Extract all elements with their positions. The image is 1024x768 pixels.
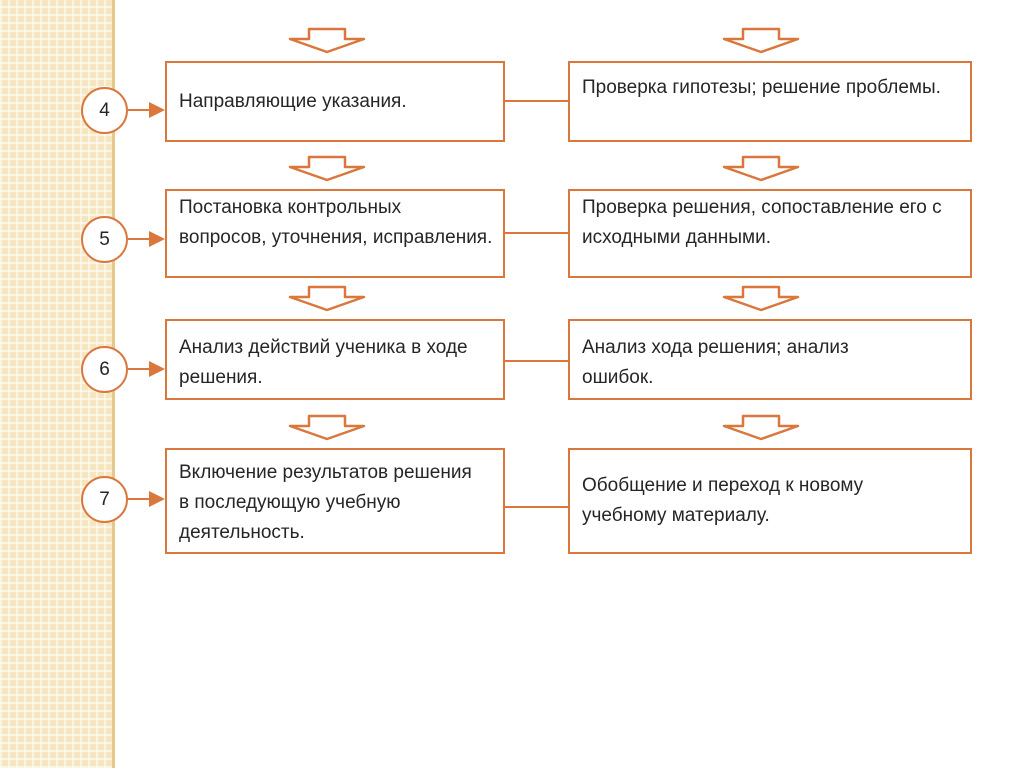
- step-right-text: Проверка гипотезы; решение проблемы.: [582, 77, 941, 98]
- step-left-box: Включение результатов решения в последую…: [165, 448, 505, 554]
- step-number: 4: [99, 99, 110, 121]
- step-right-box: Анализ хода решения; анализ ошибок.: [568, 319, 972, 400]
- step-right-box: Проверка решения, сопоставление его с ис…: [568, 189, 972, 278]
- down-arrow-left-4: [288, 414, 366, 441]
- step-left-text: Включение результатов решения в последую…: [179, 462, 472, 543]
- down-arrow-left-3: [288, 285, 366, 312]
- step-right-box: Обобщение и переход к новому учебному ма…: [568, 448, 972, 554]
- down-arrow-right-2: [722, 155, 800, 182]
- down-arrow-left-2: [288, 155, 366, 182]
- step-left-text: Анализ действий ученика в ходе решения.: [179, 337, 468, 388]
- step-number: 7: [99, 488, 110, 510]
- step-right-text: Обобщение и переход к новому учебному ма…: [582, 475, 864, 526]
- down-arrow-left-1: [288, 27, 366, 54]
- step-right-text: Анализ хода решения; анализ ошибок.: [582, 337, 849, 388]
- step-number: 5: [99, 228, 110, 250]
- step-right-box: Проверка гипотезы; решение проблемы.: [568, 61, 972, 142]
- step-left-text: Постановка контрольных вопросов, уточнен…: [179, 197, 493, 248]
- step-number-circle: 6: [81, 346, 128, 393]
- step-right-text: Проверка решения, сопоставление его с ис…: [582, 197, 942, 248]
- down-arrow-right-4: [722, 414, 800, 441]
- step-left-text: Направляющие указания.: [179, 90, 407, 112]
- step-number-circle: 7: [81, 476, 128, 523]
- down-arrow-right-3: [722, 285, 800, 312]
- step-number: 6: [99, 358, 110, 380]
- step-number-circle: 5: [81, 216, 128, 263]
- down-arrow-right-1: [722, 27, 800, 54]
- step-left-box: Направляющие указания.: [165, 61, 505, 142]
- step-left-box: Постановка контрольных вопросов, уточнен…: [165, 189, 505, 278]
- step-number-circle: 4: [81, 87, 128, 134]
- step-left-box: Анализ действий ученика в ходе решения.: [165, 319, 505, 400]
